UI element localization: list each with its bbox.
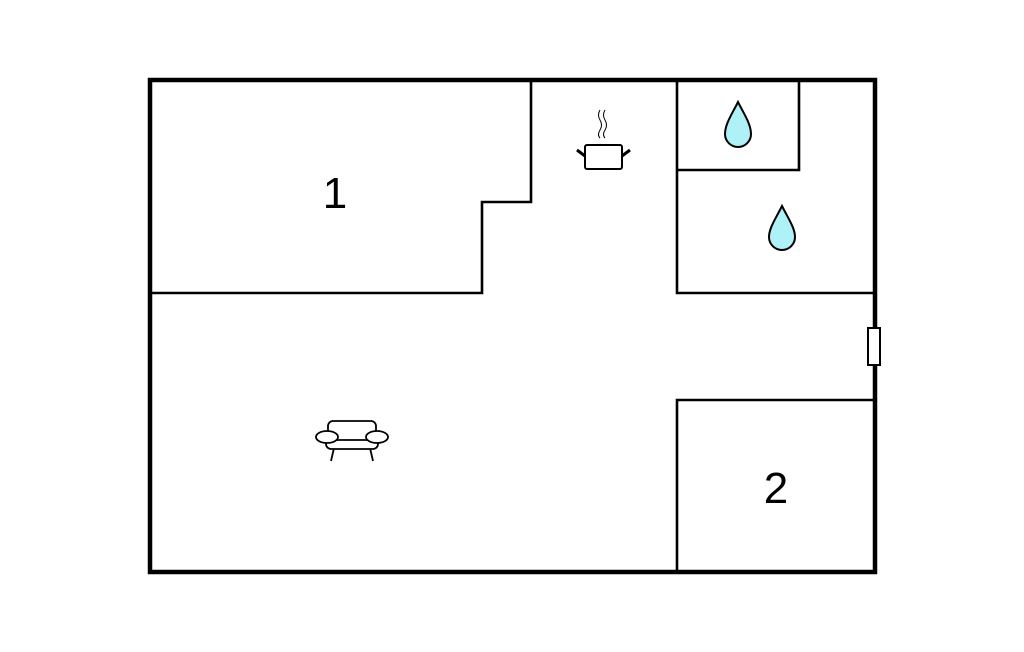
door-icon [867, 327, 881, 366]
room-label-2: 2 [764, 464, 788, 513]
water-drop-icon [723, 99, 753, 148]
interior-walls [150, 80, 875, 572]
bathroom-wall [675, 80, 875, 295]
toilet-wall [677, 80, 801, 172]
outer-wall [147, 77, 878, 575]
cooking-pot-icon [576, 109, 631, 170]
sofa-icon [315, 420, 389, 462]
water-drop-icon [767, 203, 797, 251]
bedroom-2-wall [675, 398, 875, 572]
bedroom-1-wall [150, 80, 533, 295]
room-label-1: 1 [323, 169, 347, 218]
